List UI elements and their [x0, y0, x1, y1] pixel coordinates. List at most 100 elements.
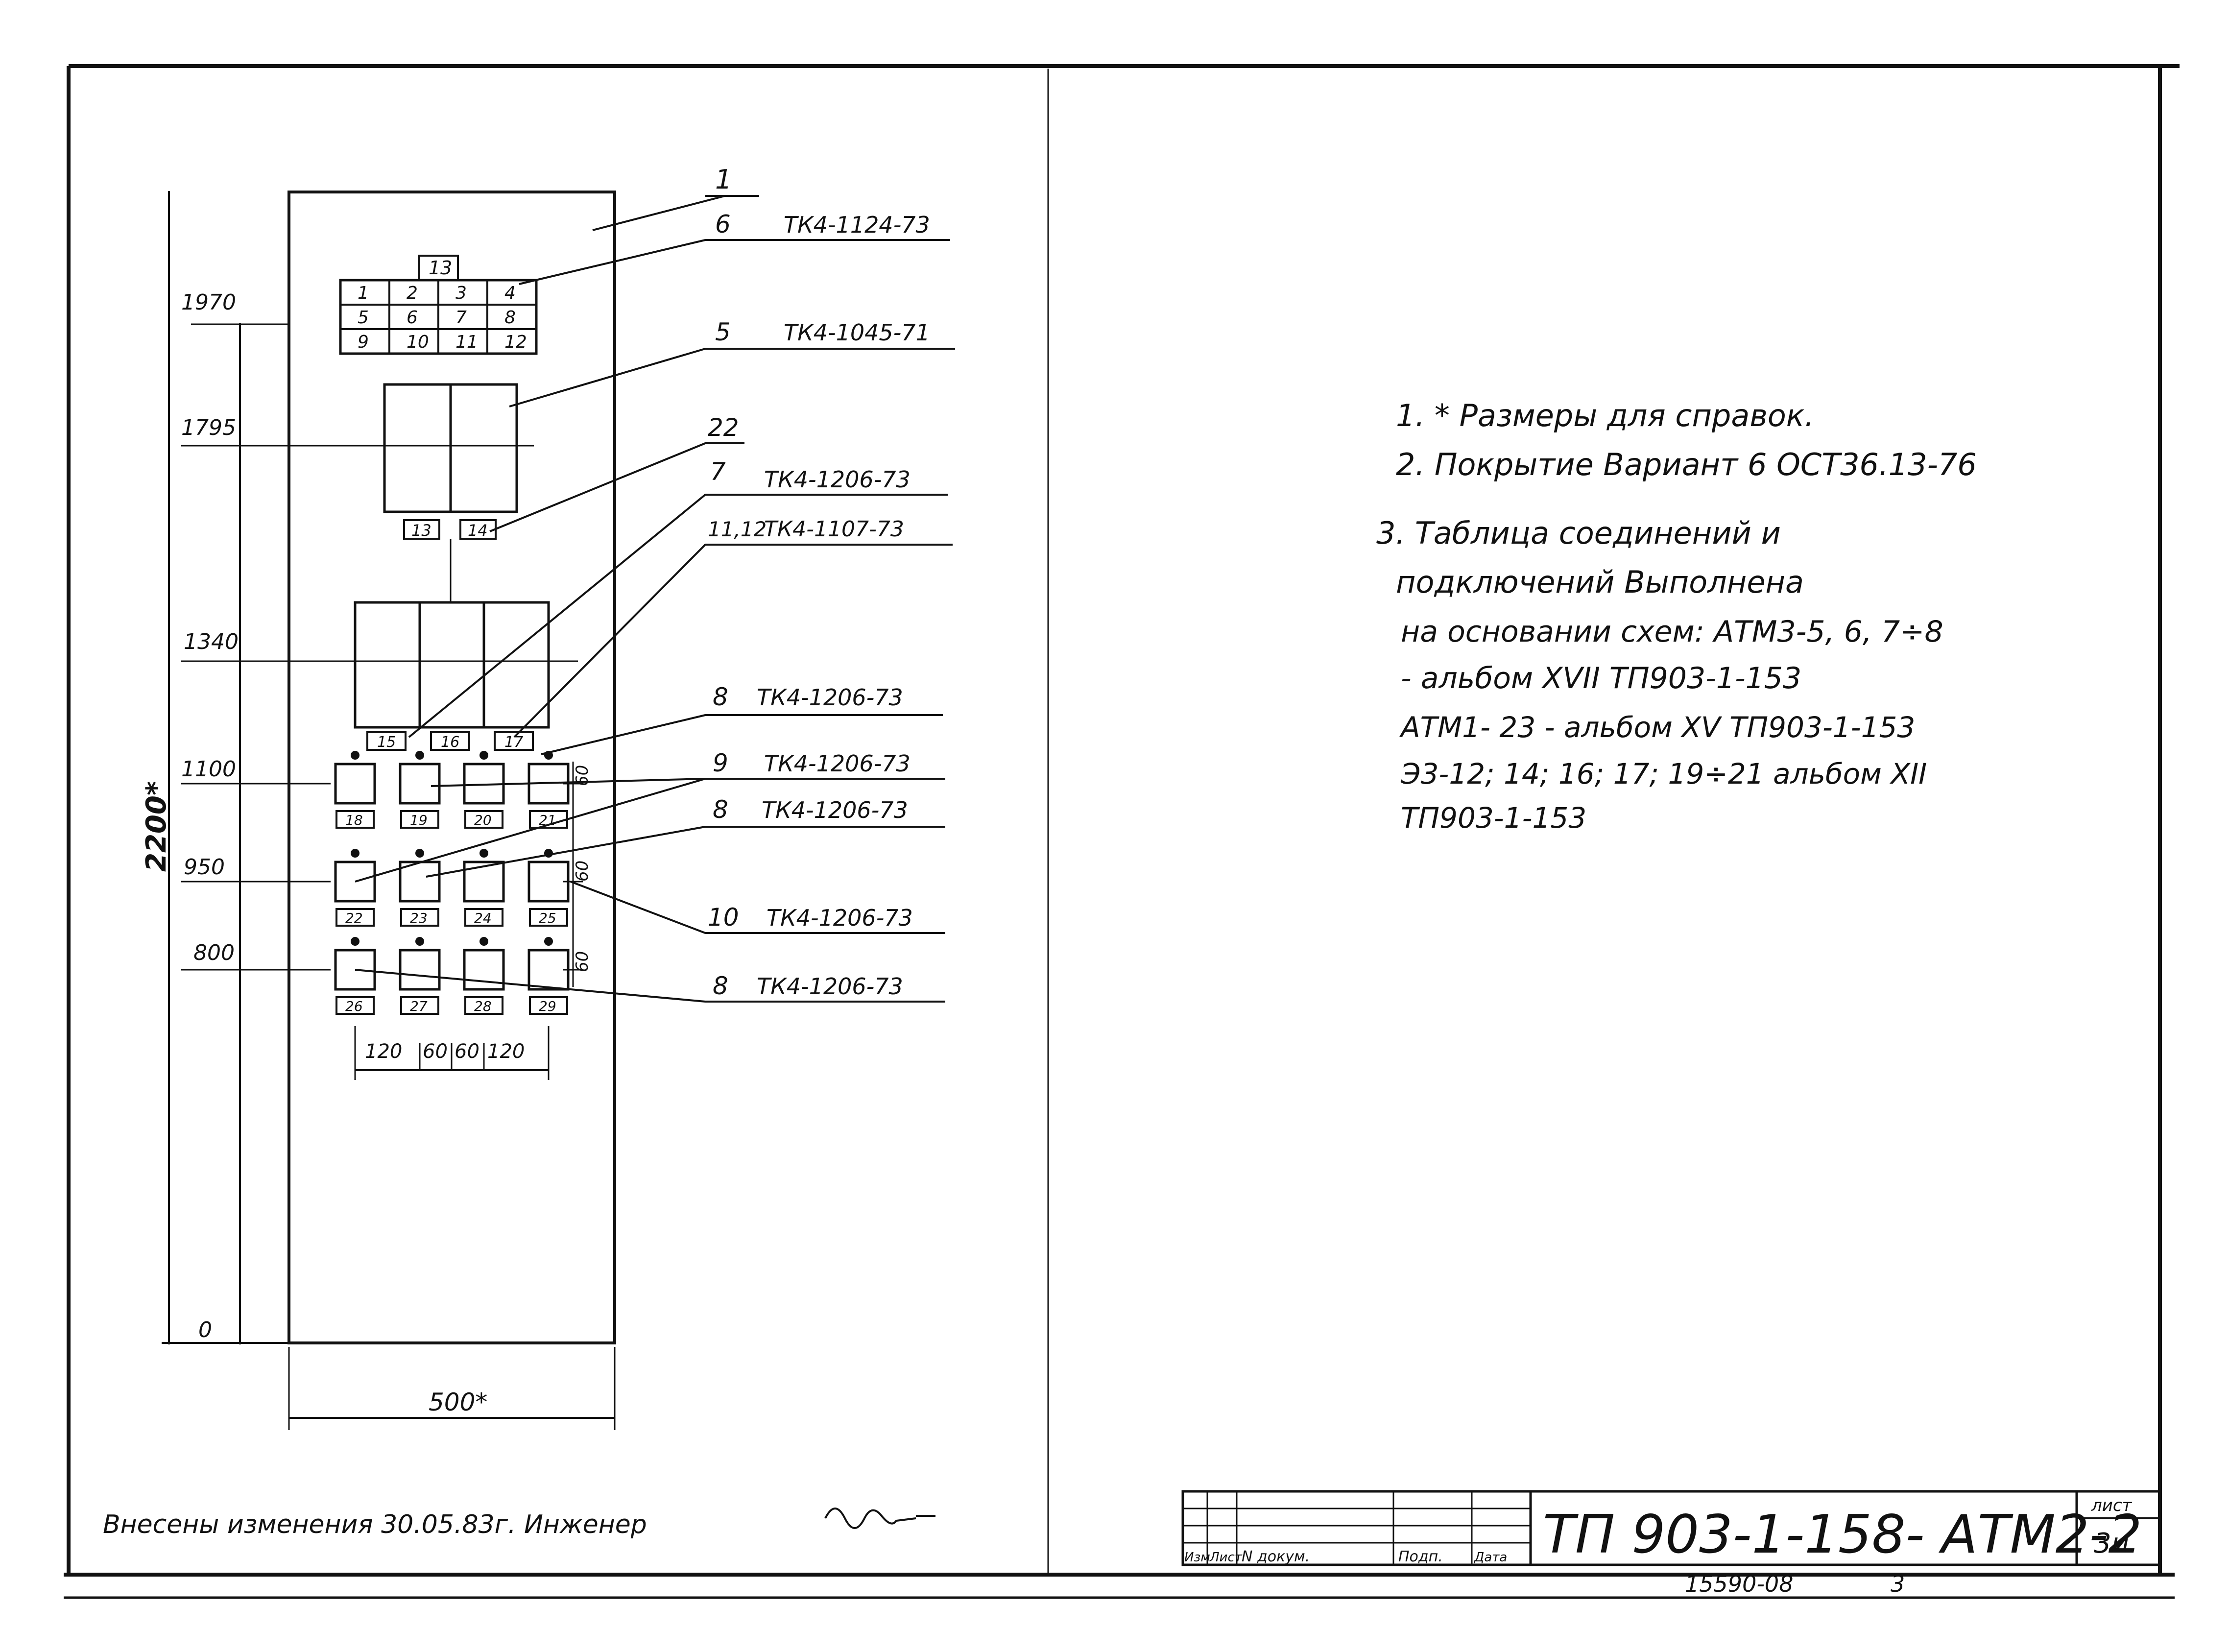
switch-tag-label: 27 — [410, 998, 428, 1014]
meter-group: 13 14 — [383, 383, 518, 602]
callout-pos-11-12: 11,12 — [708, 517, 767, 541]
sheet-label: лист — [2091, 1496, 2133, 1515]
switch-mount-dot — [479, 751, 488, 760]
col-data: Дата — [1474, 1550, 1507, 1565]
switch-tag-label: 22 — [345, 910, 363, 926]
switch-tag — [336, 908, 375, 927]
switch-mount-dot — [351, 937, 360, 946]
callout-pos-1: 1 — [715, 164, 732, 195]
switch-box — [527, 949, 570, 991]
col-podp: Подп. — [1398, 1548, 1443, 1565]
callout-code-8c: ТК4-1206-73 — [757, 973, 903, 1000]
height-label-950: 950 — [184, 855, 225, 880]
note-line-4: подключений Выполнена — [1396, 564, 1804, 600]
meter-label-14: 14 — [468, 521, 488, 540]
terminal-block-top-label: 13 — [429, 257, 452, 279]
switch-tag — [464, 810, 503, 829]
spacing-120-left: 120 — [365, 1040, 402, 1063]
callout-pos-22: 22 — [708, 413, 739, 442]
col-ndokum: N докум. — [1242, 1548, 1310, 1565]
switch-box — [463, 949, 505, 991]
callout-pos-8b: 8 — [713, 795, 728, 824]
callout-code-8b: ТК4-1206-73 — [762, 797, 908, 823]
switch-tag — [529, 996, 568, 1015]
switch-tag — [336, 996, 375, 1015]
sheet-value: 3и. — [2094, 1528, 2138, 1559]
switch-tag — [400, 908, 439, 927]
terminal-cell-label: 10 — [407, 332, 429, 352]
switch-tag — [464, 908, 503, 927]
switch-mount-dot — [351, 751, 360, 760]
callout-code-10: ТК4-1206-73 — [767, 905, 913, 931]
col-list: Лист — [1209, 1550, 1243, 1565]
callout-code-9: ТК4-1206-73 — [764, 750, 911, 777]
terminal-cell-label: 8 — [504, 308, 516, 328]
overall-height-label: 2200* — [141, 781, 172, 872]
meter-label-13: 13 — [411, 521, 431, 540]
note-line-6: - альбом XVII ТП903-1-153 — [1401, 661, 1801, 695]
terminal-cell — [486, 328, 537, 355]
pitch-label-3: 60 — [573, 951, 592, 972]
callout-pos-8c: 8 — [713, 972, 728, 1000]
switch-tag — [400, 810, 439, 829]
panel-outline — [288, 191, 616, 1344]
spacing-60-right: 60 — [455, 1040, 479, 1063]
inventory-number: 15590-08 — [1685, 1571, 1793, 1597]
gauge-label-16: 16 — [441, 734, 459, 751]
height-label-1795: 1795 — [181, 415, 236, 440]
terminal-cell-label: 12 — [504, 332, 527, 352]
switch-box — [527, 861, 570, 903]
terminal-cell-label: 7 — [455, 308, 467, 328]
spacing-60-left: 60 — [423, 1040, 448, 1063]
switch-box — [399, 763, 441, 805]
callout-group: 1 6 ТК4-1124-73 5 ТК4-1045-71 22 7 ТК4-1… — [355, 164, 955, 1003]
engineer-signature — [824, 1508, 935, 1529]
switch-tag-label: 24 — [474, 910, 492, 926]
callout-code-8a: ТК4-1206-73 — [757, 684, 903, 711]
callout-pos-6: 6 — [715, 210, 731, 239]
switch-tag-label: 29 — [539, 998, 556, 1014]
switch-tag-label: 26 — [345, 998, 363, 1014]
switch-box — [334, 861, 376, 903]
height-label-1970: 1970 — [181, 290, 236, 315]
callout-pos-7: 7 — [710, 457, 726, 486]
callout-code-7: ТК4-1206-73 — [764, 466, 911, 493]
switch-tag-label: 28 — [474, 998, 492, 1014]
switch-tag — [529, 908, 568, 927]
switch-mount-dot — [544, 937, 553, 946]
switch-mount-dot — [351, 849, 360, 858]
title-block: Изм Лист N докум. Подп. Дата ТП 903-1-15… — [1181, 1490, 2161, 1597]
note-line-8: Э3-12; 14; 16; 17; 19÷21 альбом XII — [1400, 757, 1927, 790]
note-line-3: 3. Таблица соединений и — [1376, 515, 1781, 551]
change-note: Внесены изменения 30.05.83г. Инженер — [103, 1510, 647, 1539]
sheet-frame — [64, 64, 2180, 1599]
switch-mount-dot — [479, 937, 488, 946]
terminal-cell-label: 6 — [407, 308, 418, 328]
switch-mount-dot — [415, 937, 424, 946]
callout-pos-8a: 8 — [713, 683, 728, 711]
spacing-120-right: 120 — [487, 1040, 525, 1063]
terminal-cell-label: 3 — [455, 283, 467, 303]
switch-tag-label: 19 — [410, 812, 428, 828]
document-designation: ТП 903-1-158- АТМ2-2 — [1543, 1504, 2142, 1565]
switch-tag — [464, 996, 503, 1015]
terminal-cell-label: 4 — [504, 283, 516, 303]
switch-box — [334, 949, 376, 991]
height-label-1340: 1340 — [184, 629, 239, 654]
note-line-9: ТП903-1-153 — [1401, 801, 1586, 835]
switch-tag-label: 18 — [345, 812, 363, 828]
callout-pos-10: 10 — [708, 903, 739, 932]
switch-box — [399, 861, 441, 903]
terminal-cell-label: 5 — [358, 308, 369, 328]
switch-mount-dot — [479, 849, 488, 858]
pitch-label-2: 60 — [573, 861, 592, 882]
height-dimensions: 1970 1795 1340 1100 950 800 0 2200* — [141, 191, 578, 1344]
switch-tag — [336, 810, 375, 829]
switch-mount-dot — [415, 849, 424, 858]
spacing-dimension: 120 60 60 120 — [354, 1026, 550, 1080]
switch-tag-label: 20 — [474, 812, 492, 828]
terminal-cell-label: 1 — [358, 283, 369, 303]
note-line-5: на основании схем: АТМ3-5, 6, 7÷8 — [1401, 615, 1943, 649]
